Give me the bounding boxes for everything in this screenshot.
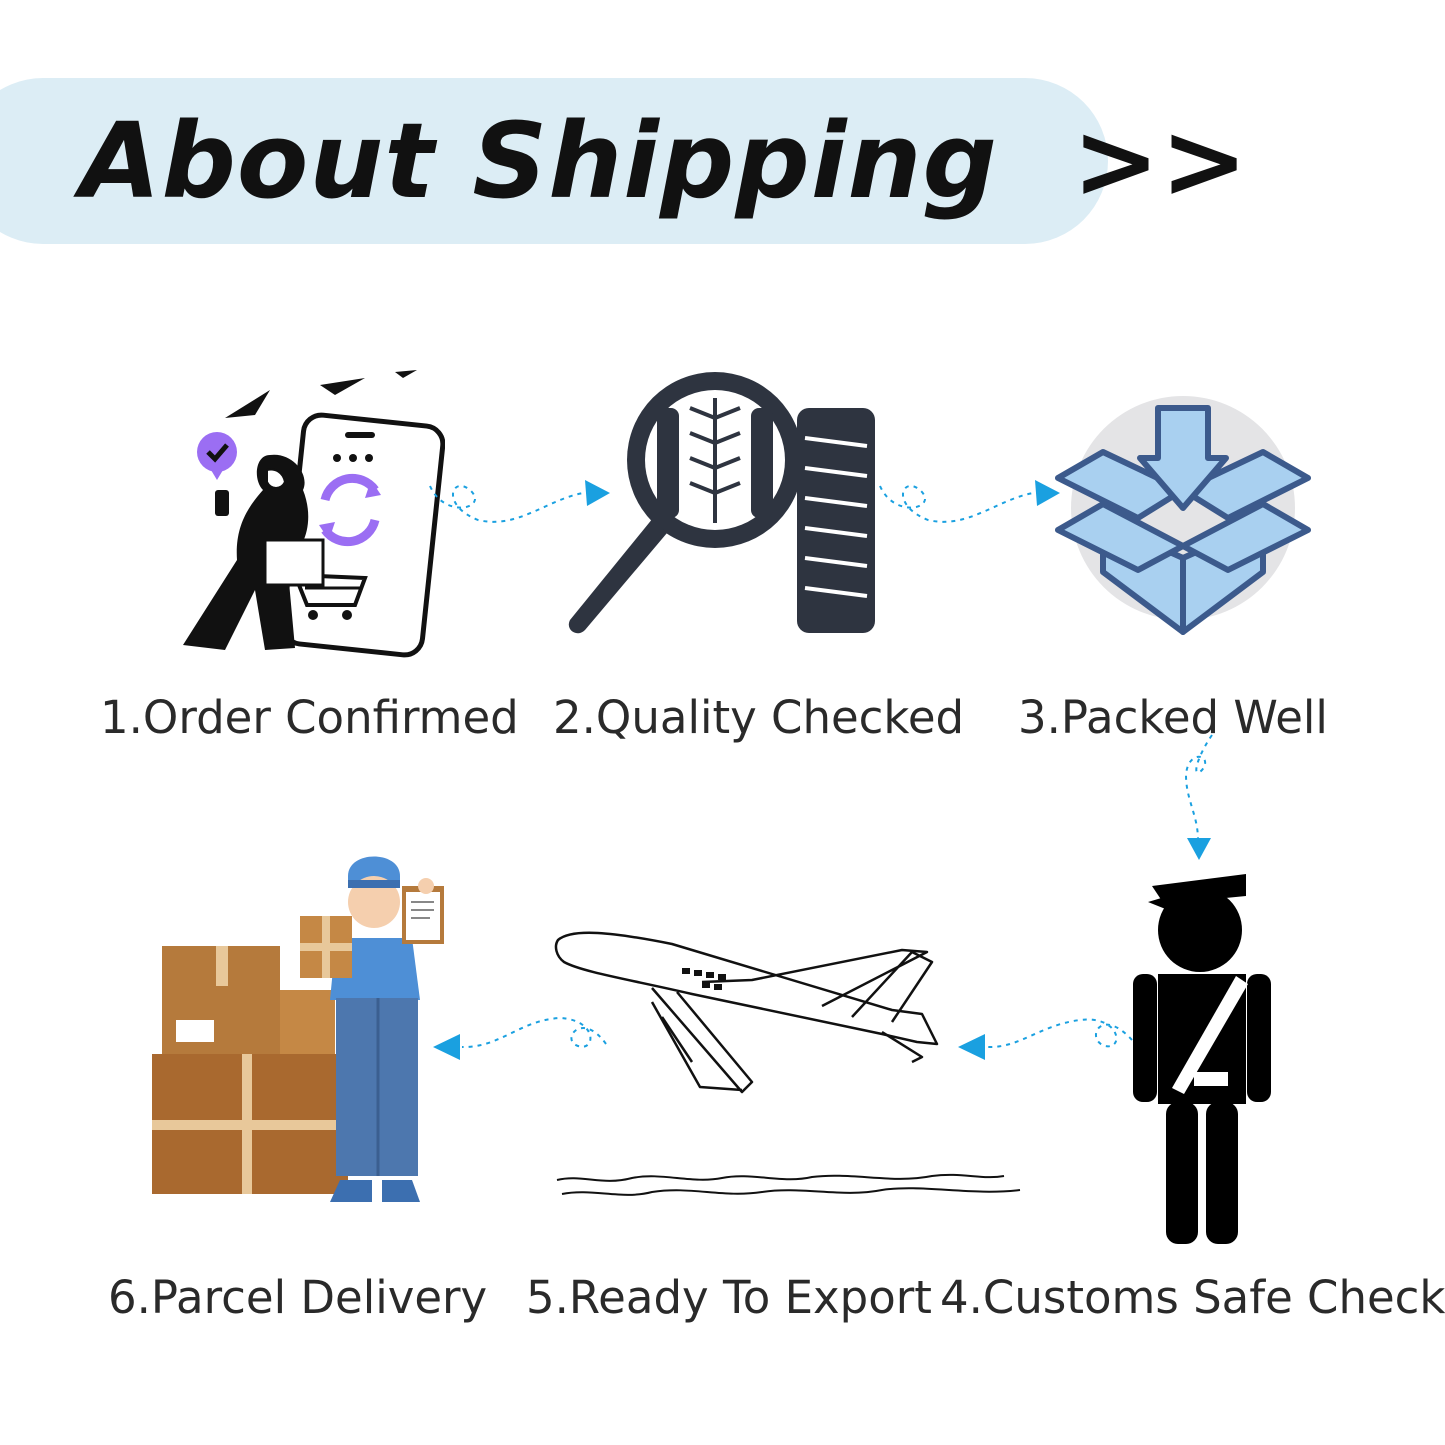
courier-boxes-icon — [152, 856, 444, 1202]
arrow-head-1 — [585, 480, 610, 506]
title-text: About Shipping — [80, 100, 998, 222]
arrow-head-3 — [1187, 838, 1211, 860]
online-shopping-icon — [183, 370, 445, 658]
step-label-order-confirmed: 1.Order Confirmed — [100, 691, 519, 744]
step-label-quality-checked: 2.Quality Checked — [553, 691, 965, 744]
page-title: About Shipping >> — [80, 96, 1249, 226]
package-box-icon — [1055, 396, 1311, 635]
step-label-packed-well: 3.Packed Well — [1018, 691, 1328, 744]
chevrons-icon: >> — [1072, 100, 1249, 222]
arrow-head-2 — [1035, 480, 1060, 506]
airplane-icon — [554, 931, 1021, 1196]
header-banner — [0, 78, 1108, 244]
customs-officer-icon — [1133, 874, 1271, 1244]
step-label-customs-safe-check: 4.Customs Safe Check — [940, 1271, 1445, 1324]
arrow-head-5 — [433, 1034, 460, 1060]
step-label-parcel-delivery: 6.Parcel Delivery — [108, 1271, 488, 1324]
arrow-head-4 — [958, 1034, 985, 1060]
step-label-ready-to-export: 5.Ready To Export — [526, 1271, 932, 1324]
magnifier-tire-icon — [568, 372, 875, 634]
